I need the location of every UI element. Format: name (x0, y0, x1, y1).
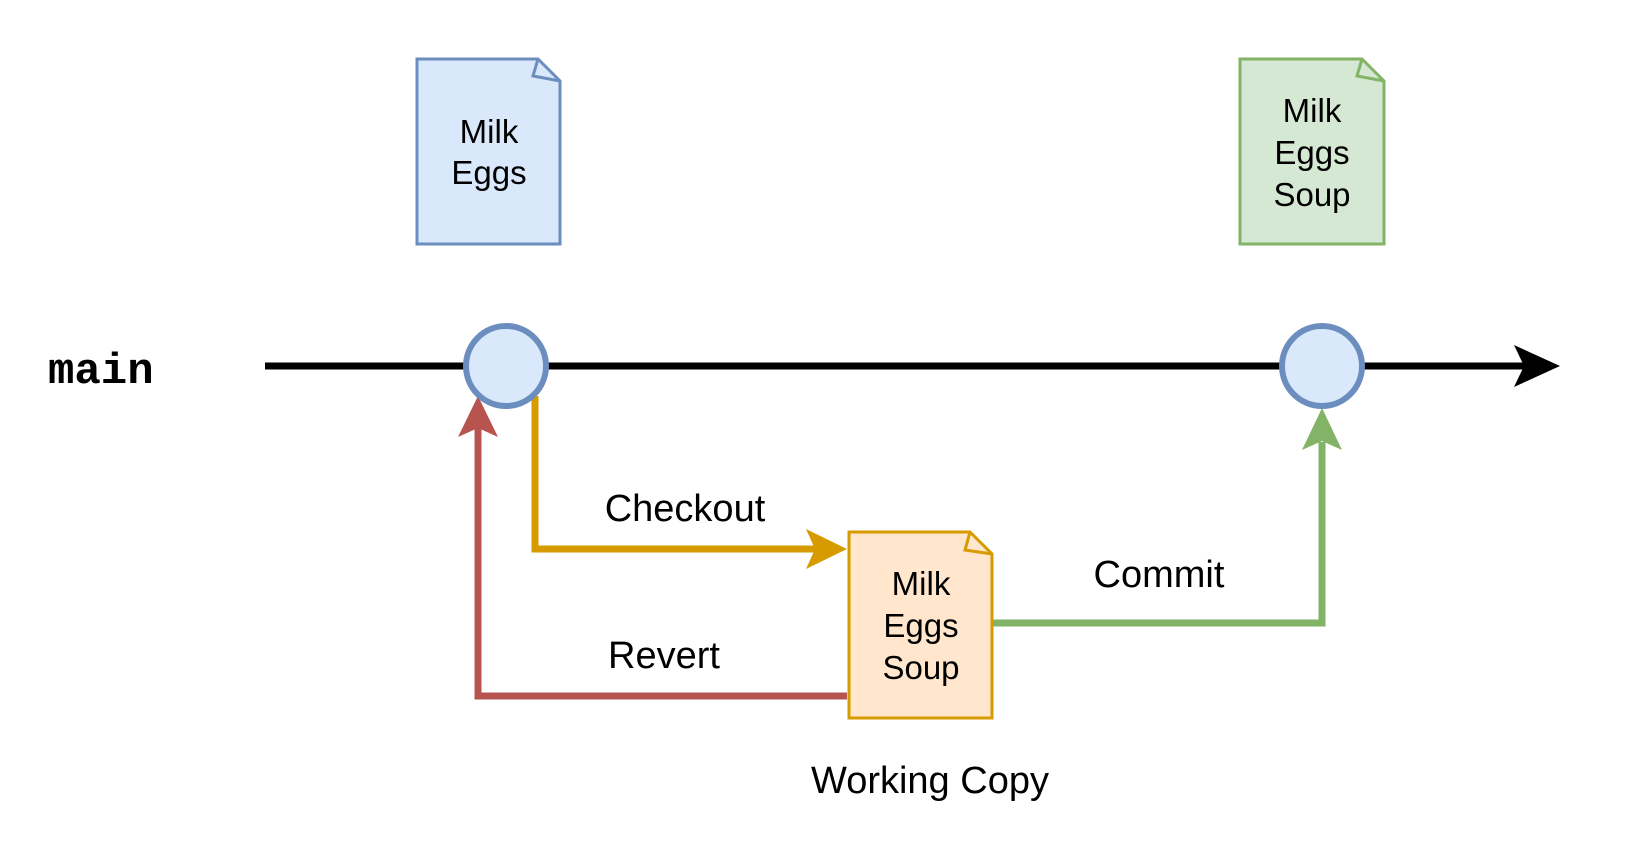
checkout-edge: Checkout (531, 396, 847, 569)
checkout-arrowhead (806, 529, 847, 569)
checkout-path (531, 396, 817, 553)
commit-label: Commit (1094, 554, 1225, 596)
commit-path (992, 442, 1326, 627)
checkout-label: Checkout (605, 488, 766, 530)
working-copy-label: Working Copy (811, 760, 1049, 802)
revert-edge: Revert (458, 396, 847, 700)
working-copy-line: Milk (892, 565, 951, 602)
working-copy-document: Milk Eggs Soup Working Copy (811, 530, 1049, 802)
commit-arrowhead (1302, 408, 1342, 450)
commit-node-2 (1279, 323, 1365, 409)
commit-node-1 (463, 323, 549, 409)
document-commit-1: Milk Eggs (415, 57, 562, 246)
document-2-fold (1355, 58, 1385, 83)
document-1-line: Milk (460, 113, 519, 150)
revert-path (474, 428, 847, 700)
working-copy-body (847, 530, 994, 720)
branch-label: main (48, 347, 154, 397)
document-1-fold (531, 58, 561, 83)
revert-arrowhead (458, 396, 498, 437)
document-commit-2: Milk Eggs Soup (1238, 57, 1386, 246)
document-2-line: Milk (1283, 92, 1342, 129)
timeline-arrowhead (1514, 345, 1560, 387)
working-copy-line: Soup (882, 649, 959, 686)
document-1-line: Eggs (451, 154, 526, 191)
document-2-line: Eggs (1274, 134, 1349, 171)
document-2-body (1238, 57, 1386, 246)
working-copy-fold (963, 531, 993, 556)
document-1-body (415, 57, 562, 246)
timeline (265, 345, 1560, 387)
commit-edge: Commit (992, 408, 1342, 627)
document-2-line: Soup (1273, 176, 1350, 213)
revert-label: Revert (608, 635, 720, 677)
working-copy-line: Eggs (883, 607, 958, 644)
